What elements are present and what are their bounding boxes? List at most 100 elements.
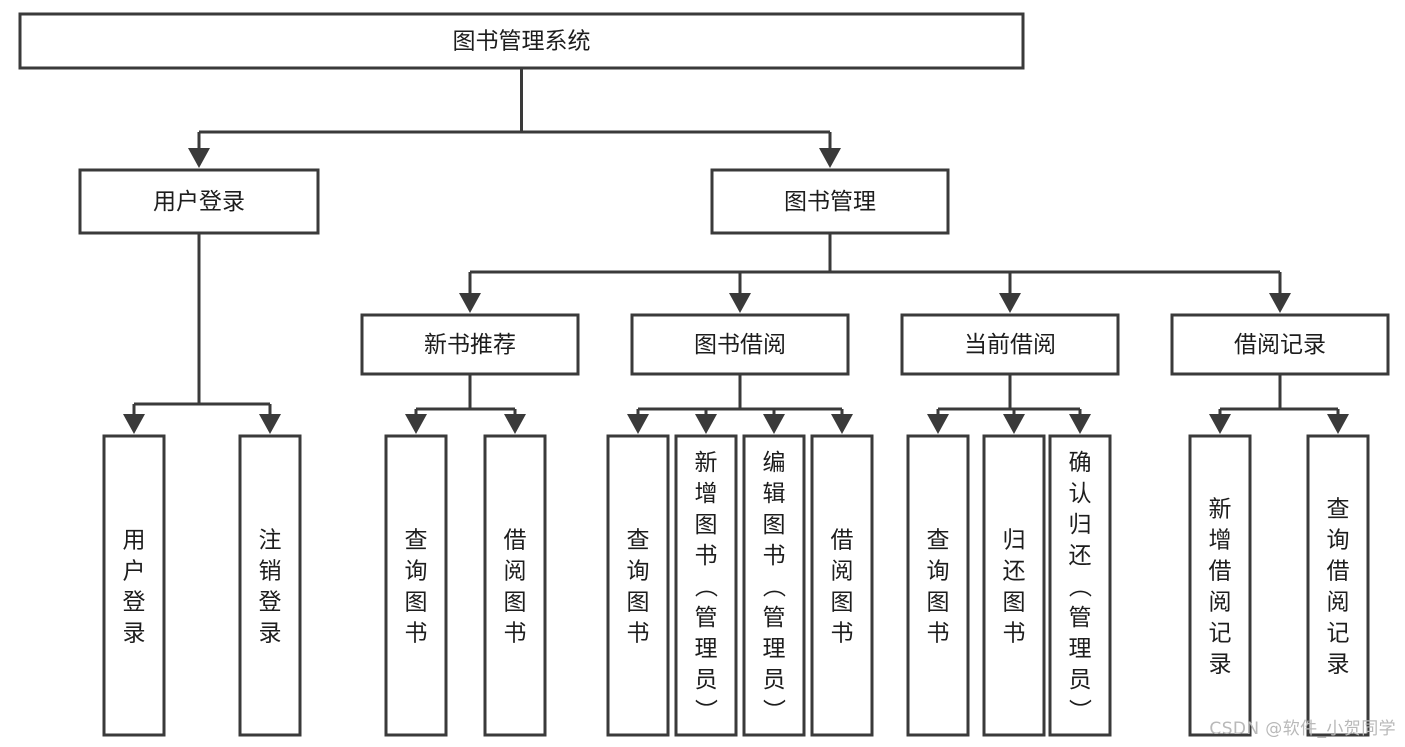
arrow-head-icon	[1209, 414, 1231, 434]
node-label-leaf-return-book-char-2: 图	[1003, 590, 1026, 616]
node-box-current-borrow[interactable]	[900, 313, 1120, 376]
node-label-leaf-query-record-char-3: 阅	[1327, 590, 1350, 616]
node-box-leaf-confirm-return[interactable]	[1048, 434, 1112, 737]
node-label-leaf-borrow-book-2-char-0: 借	[831, 528, 854, 554]
node-borrow-record[interactable]: 借阅记录	[1170, 313, 1390, 376]
node-leaf-user-login[interactable]: 用户登录	[102, 434, 166, 737]
node-box-borrow-record[interactable]	[1170, 313, 1390, 376]
node-label-leaf-query-book-3-char-0: 查	[927, 528, 950, 554]
node-label-borrow-record: 借阅记录	[1234, 332, 1326, 358]
node-label-leaf-add-book-char-7: 员	[695, 667, 718, 693]
node-new-book-recommend[interactable]: 新书推荐	[360, 313, 580, 376]
node-label-leaf-edit-book-char-6: 理	[763, 636, 786, 662]
node-label-leaf-query-book-1-char-3: 书	[405, 621, 428, 647]
node-label-book-manage: 图书管理	[784, 189, 876, 215]
node-label-leaf-edit-book-char-1: 辑	[763, 481, 786, 507]
node-box-root[interactable]	[18, 12, 1025, 70]
node-box-new-book-recommend[interactable]	[360, 313, 580, 376]
arrow-head-icon	[927, 414, 949, 434]
node-label-leaf-add-book-char-8: ）	[692, 699, 718, 722]
node-label-leaf-user-logout-char-2: 登	[259, 590, 282, 616]
node-label-leaf-user-login-char-1: 户	[123, 559, 146, 585]
node-box-leaf-query-book-1[interactable]	[384, 434, 448, 737]
node-label-leaf-add-record-char-1: 增	[1209, 528, 1232, 554]
node-label-user-login: 用户登录	[153, 189, 245, 215]
node-label-leaf-query-book-3-char-3: 书	[927, 621, 950, 647]
node-book-manage[interactable]: 图书管理	[710, 168, 950, 235]
node-box-book-manage[interactable]	[710, 168, 950, 235]
node-label-leaf-query-book-1-char-0: 查	[405, 528, 428, 554]
node-current-borrow[interactable]: 当前借阅	[900, 313, 1120, 376]
node-label-leaf-borrow-book-1-char-1: 阅	[504, 559, 527, 585]
node-root[interactable]: 图书管理系统	[18, 12, 1025, 70]
node-label-leaf-query-record-char-2: 借	[1327, 559, 1350, 585]
arrow-head-icon	[695, 414, 717, 434]
node-label-leaf-borrow-book-1-char-2: 图	[504, 590, 527, 616]
node-book-borrow[interactable]: 图书借阅	[630, 313, 850, 376]
node-box-leaf-return-book[interactable]	[982, 434, 1046, 737]
node-label-leaf-query-book-2-char-1: 询	[627, 559, 650, 585]
arrow-head-icon	[999, 293, 1021, 313]
arrow-head-icon	[259, 414, 281, 434]
arrow-head-icon	[729, 293, 751, 313]
node-box-leaf-add-book[interactable]	[674, 434, 738, 737]
node-user-login[interactable]: 用户登录	[78, 168, 320, 235]
node-label-leaf-query-record-char-4: 记	[1327, 621, 1350, 647]
node-label-leaf-edit-book-char-3: 书	[763, 543, 786, 569]
arrow-head-icon	[1327, 414, 1349, 434]
node-box-leaf-query-record[interactable]	[1306, 434, 1370, 737]
arrow-head-icon	[1269, 293, 1291, 313]
node-label-leaf-add-record-char-2: 借	[1209, 559, 1232, 585]
node-box-user-login[interactable]	[78, 168, 320, 235]
node-label-leaf-confirm-return-char-6: 理	[1069, 636, 1092, 662]
edge-group-new-book-recommend	[405, 374, 526, 434]
node-box-leaf-user-login[interactable]	[102, 434, 166, 737]
node-label-leaf-edit-book-char-4: （	[760, 575, 786, 598]
node-label-leaf-query-book-2-char-0: 查	[627, 528, 650, 554]
node-label-leaf-user-logout-char-1: 销	[259, 559, 282, 585]
node-label-leaf-borrow-book-1-char-3: 书	[504, 621, 527, 647]
node-box-leaf-query-book-2[interactable]	[606, 434, 670, 737]
node-label-leaf-confirm-return-char-0: 确	[1069, 450, 1092, 476]
arrow-head-icon	[504, 414, 526, 434]
node-label-leaf-edit-book-char-2: 图	[763, 512, 786, 538]
node-label-leaf-confirm-return-char-5: 管	[1069, 605, 1092, 631]
node-label-leaf-borrow-book-2-char-1: 阅	[831, 559, 854, 585]
node-box-book-borrow[interactable]	[630, 313, 850, 376]
node-label-leaf-add-book-char-3: 书	[695, 543, 718, 569]
arrow-head-icon	[627, 414, 649, 434]
node-label-leaf-query-record-char-1: 询	[1327, 528, 1350, 554]
node-box-leaf-user-logout[interactable]	[238, 434, 302, 737]
node-label-leaf-add-book-char-6: 理	[695, 636, 718, 662]
node-label-leaf-user-logout-char-3: 录	[259, 621, 282, 647]
node-label-leaf-add-record-char-4: 记	[1209, 621, 1232, 647]
node-label-leaf-borrow-book-2-char-2: 图	[831, 590, 854, 616]
edge-group-book-borrow	[627, 374, 853, 434]
node-box-leaf-borrow-book-2[interactable]	[810, 434, 874, 737]
node-label-leaf-query-book-2-char-2: 图	[627, 590, 650, 616]
node-label-leaf-confirm-return-char-8: ）	[1066, 699, 1092, 722]
node-label-leaf-add-book-char-5: 管	[695, 605, 718, 631]
arrow-head-icon	[819, 148, 841, 168]
node-box-leaf-query-book-3[interactable]	[906, 434, 970, 737]
node-label-leaf-add-record-char-5: 录	[1209, 652, 1232, 678]
node-box-leaf-edit-book[interactable]	[742, 434, 806, 737]
node-box-leaf-add-record[interactable]	[1188, 434, 1252, 737]
node-label-leaf-edit-book-char-8: ）	[760, 699, 786, 722]
node-box-leaf-borrow-book-1[interactable]	[483, 434, 547, 737]
node-label-leaf-query-book-1-char-2: 图	[405, 590, 428, 616]
